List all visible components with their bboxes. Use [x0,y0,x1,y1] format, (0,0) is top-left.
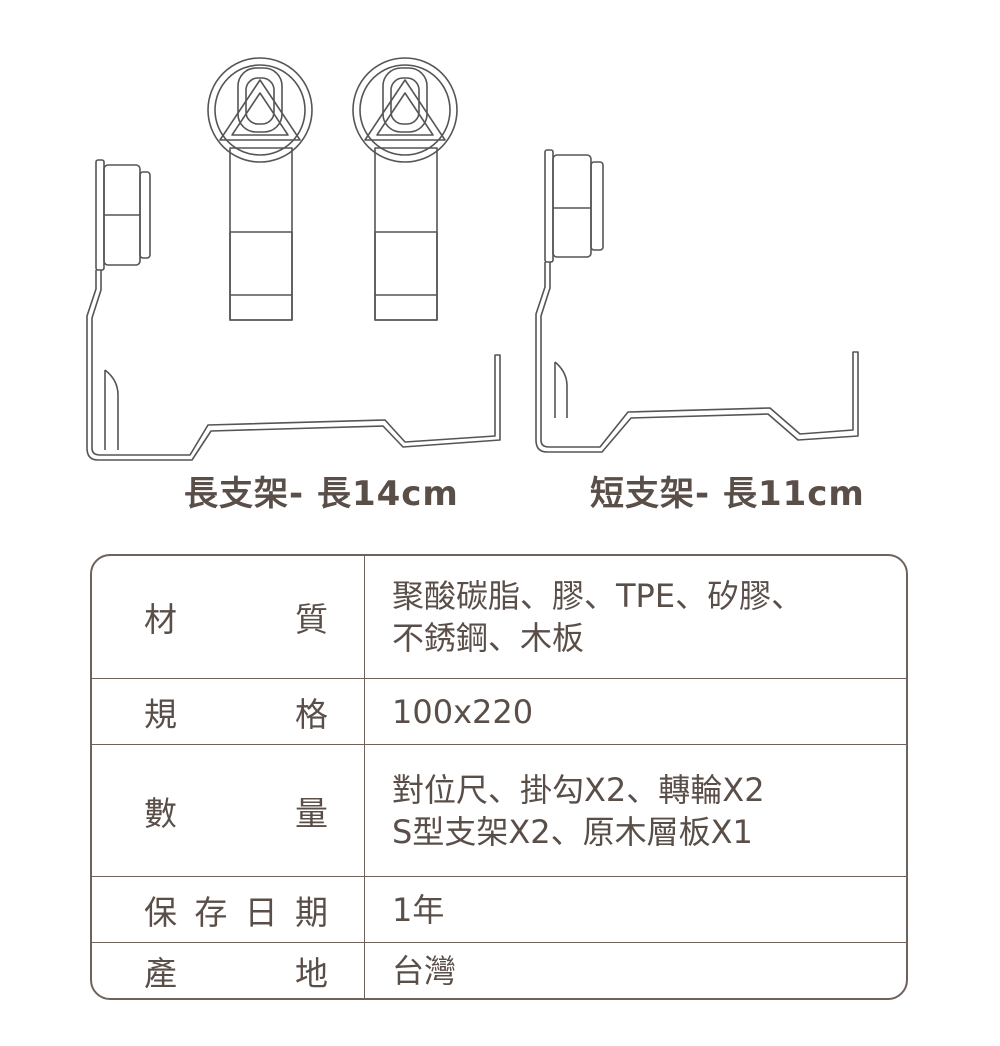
spec-label-material: 材 質 [144,600,328,639]
spec-row-material: 材 質 聚酸碳脂、膠、TPE、矽膠、 不銹鋼、木板 [92,556,906,678]
spec-label-shelf-life: 保 存 日 期 [144,892,328,932]
spec-row-size: 規 格 100x220 [92,679,906,744]
spec-label-origin: 產 地 [144,954,328,993]
spec-label-quantity: 數 量 [144,793,328,833]
row-divider [92,678,906,679]
spec-value-material: 聚酸碳脂、膠、TPE、矽膠、 不銹鋼、木板 [392,577,804,657]
hook-drawing-2 [352,57,458,321]
spec-table: 材 質 聚酸碳脂、膠、TPE、矽膠、 不銹鋼、木板 規 格 100x220 數 … [90,554,908,1000]
short-bracket-caption: 短支架- 長11cm [590,474,865,514]
long-bracket-drawing [86,159,501,461]
spec-label-size: 規 格 [144,694,328,734]
spec-value-shelf-life: 1年 [392,890,445,929]
hook-drawing-1 [207,57,313,321]
spec-value-origin: 台灣 [392,952,457,990]
spec-value-quantity: 對位尺、掛勾X2、轉輪X2 S型支架X2、原木層板X1 [392,770,765,851]
long-bracket-caption: 長支架- 長14cm [184,474,459,514]
row-divider [92,876,906,877]
product-illustration [86,57,859,461]
spec-row-origin: 產 地 台灣 [92,943,906,999]
row-divider [92,942,906,943]
row-divider [92,744,906,745]
column-divider [364,556,365,998]
spec-value-size: 100x220 [392,692,534,731]
short-bracket-drawing [535,149,859,453]
spec-row-quantity: 數 量 對位尺、掛勾X2、轉輪X2 S型支架X2、原木層板X1 [92,745,906,876]
spec-row-shelf-life: 保 存 日 期 1年 [92,877,906,942]
